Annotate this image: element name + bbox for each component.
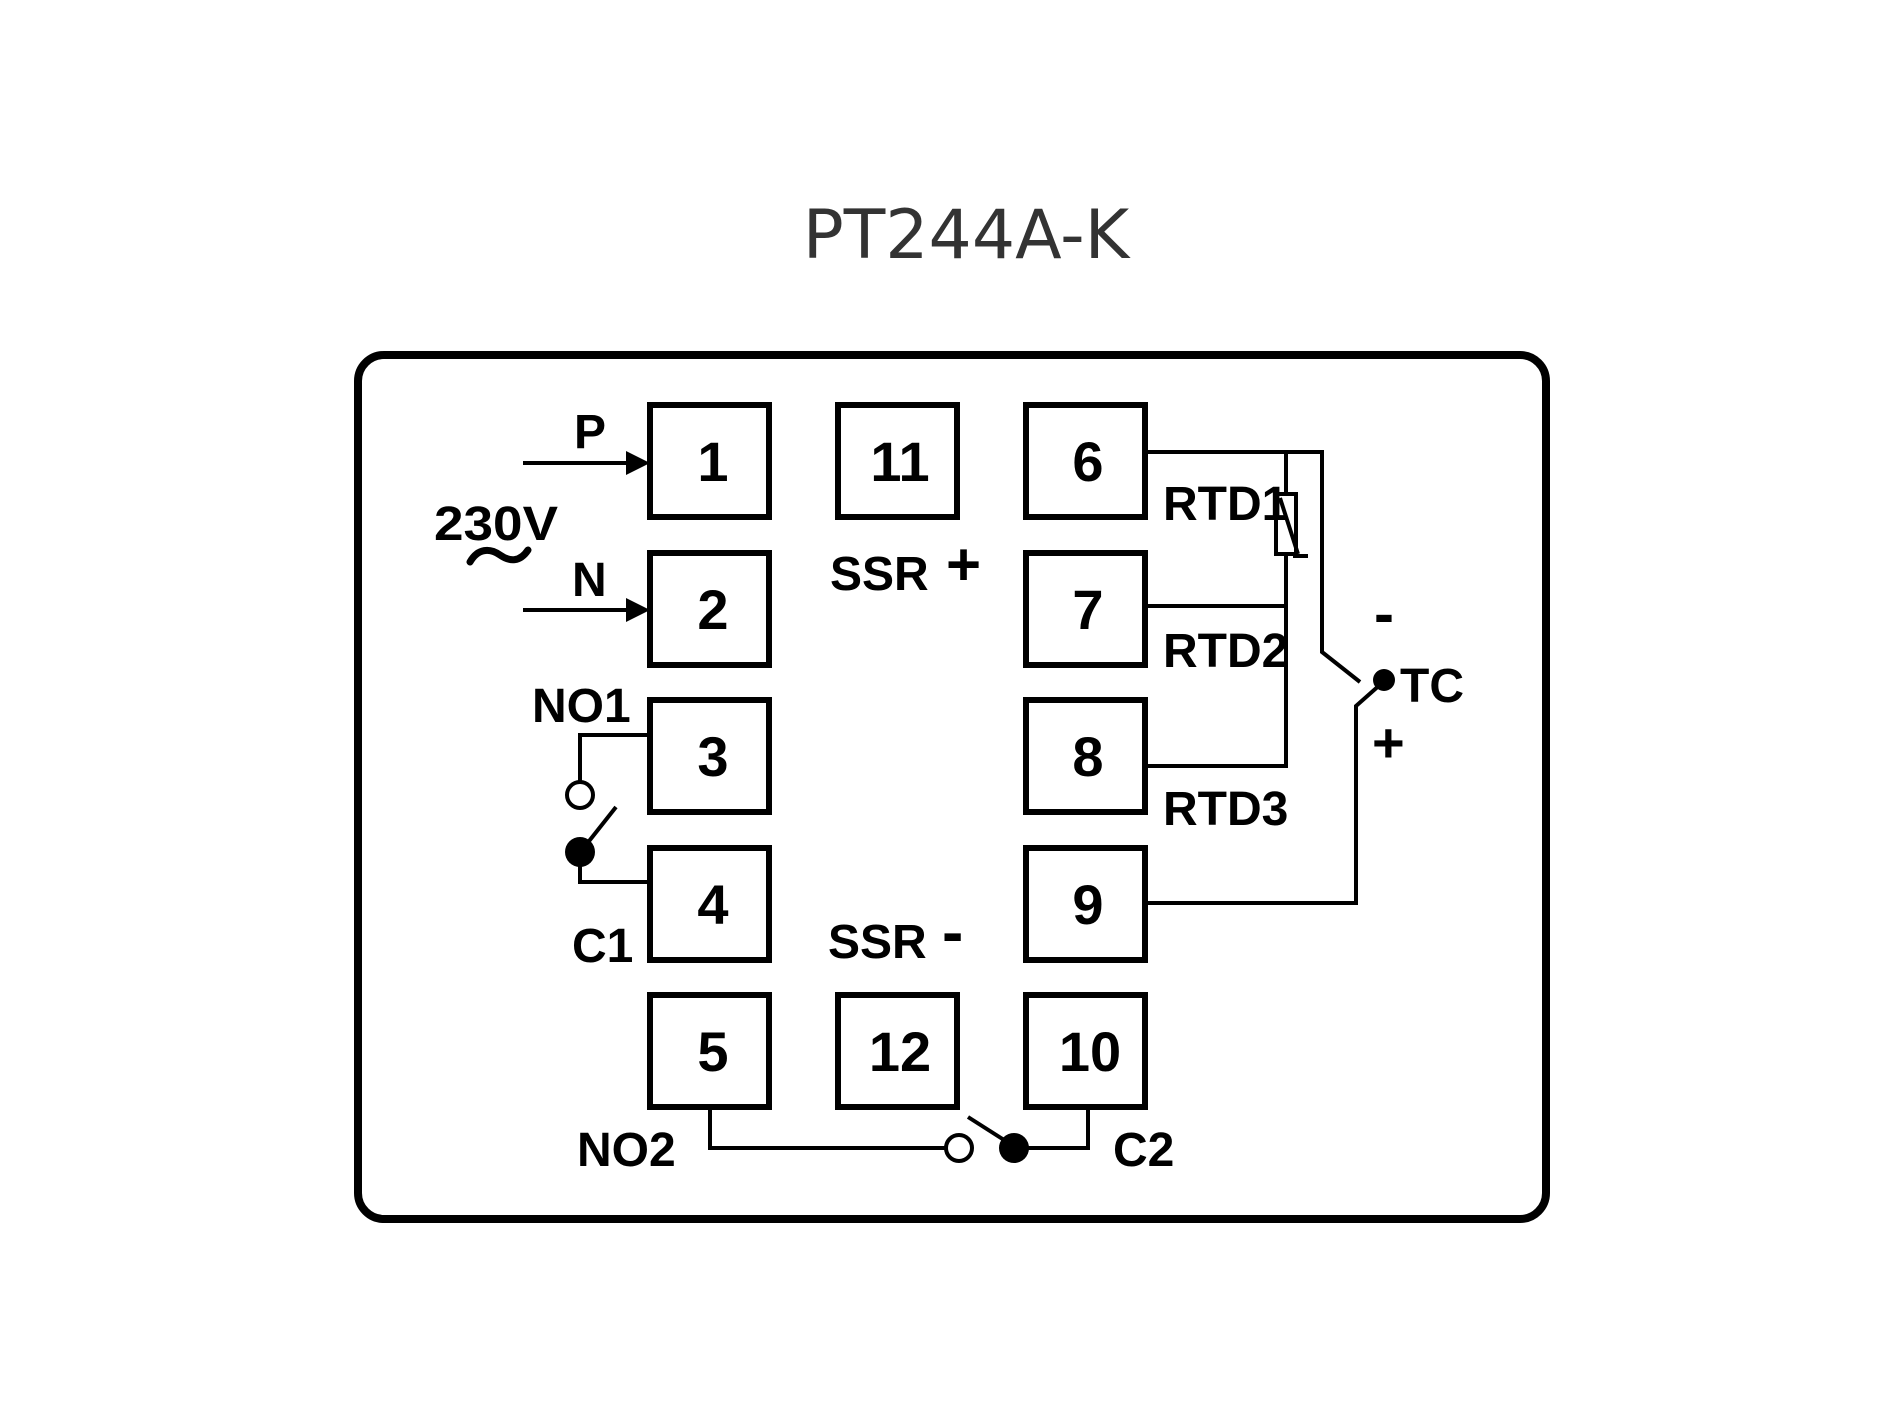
tc-junction-icon xyxy=(1373,669,1395,691)
terminal-2-box xyxy=(647,550,772,668)
terminal-7-box xyxy=(1023,550,1148,668)
label-no1: NO1 xyxy=(532,680,631,733)
tc-plus-wire xyxy=(1145,681,1384,905)
terminal-1-box xyxy=(647,402,772,520)
terminal-8-box xyxy=(1023,697,1148,815)
terminal-10-box xyxy=(1023,992,1148,1110)
c2-wire xyxy=(1012,1107,1090,1150)
terminal-5-number: 5 xyxy=(697,1020,728,1083)
label-tc: TC xyxy=(1400,660,1464,713)
label-rtd1: RTD1 xyxy=(1163,478,1288,531)
terminal-11-number: 11 xyxy=(870,430,929,493)
terminal-4-box xyxy=(647,845,772,963)
label-230v: 230V xyxy=(434,498,558,551)
terminal-9-number: 9 xyxy=(1072,873,1103,936)
no2-wire xyxy=(708,1107,946,1150)
no1-wire xyxy=(578,733,650,783)
label-c1: C1 xyxy=(572,920,633,973)
terminal-1-number: 1 xyxy=(697,430,728,493)
label-no2: NO2 xyxy=(577,1124,676,1177)
no2-contact-icon xyxy=(944,1133,974,1163)
ac-symbol-icon xyxy=(466,546,532,566)
terminal-10-number: 10 xyxy=(1059,1020,1121,1083)
phase-arrow-icon xyxy=(626,451,650,475)
label-n: N xyxy=(572,554,607,607)
label-c2: C2 xyxy=(1113,1124,1174,1177)
tc-plus-sign: + xyxy=(1372,711,1405,774)
terminal-6-box xyxy=(1023,402,1148,520)
rtd1-wire xyxy=(1145,450,1362,684)
label-ssr-plus: SSR xyxy=(830,548,929,601)
ssr-minus-sign: - xyxy=(942,896,963,968)
terminal-12-box xyxy=(835,992,960,1110)
ssr-plus-sign: + xyxy=(946,531,981,598)
terminal-6-number: 6 xyxy=(1072,430,1103,493)
c2-contact-icon xyxy=(999,1133,1029,1163)
neutral-arrow-icon xyxy=(626,598,650,622)
terminal-3-number: 3 xyxy=(697,725,728,788)
label-ssr-minus: SSR xyxy=(828,916,927,969)
terminal-4-number: 4 xyxy=(697,873,728,936)
terminal-12-number: 12 xyxy=(869,1020,931,1083)
terminal-11-box xyxy=(835,402,960,520)
terminal-2-number: 2 xyxy=(697,578,728,641)
diagram-title: PT244A-K xyxy=(802,196,1130,275)
device-frame xyxy=(354,351,1550,1223)
no1-contact-icon xyxy=(565,780,595,810)
label-rtd2: RTD2 xyxy=(1163,625,1288,678)
label-rtd3: RTD3 xyxy=(1163,783,1288,836)
label-p: P xyxy=(574,406,606,459)
terminal-8-number: 8 xyxy=(1072,725,1103,788)
terminal-7-number: 7 xyxy=(1072,578,1103,641)
rtd-sensor-slash xyxy=(1278,497,1300,555)
terminal-3-box xyxy=(647,697,772,815)
c1-contact-icon xyxy=(565,837,595,867)
tc-minus-sign: - xyxy=(1374,580,1394,647)
rtd-common-wire xyxy=(1145,554,1288,768)
